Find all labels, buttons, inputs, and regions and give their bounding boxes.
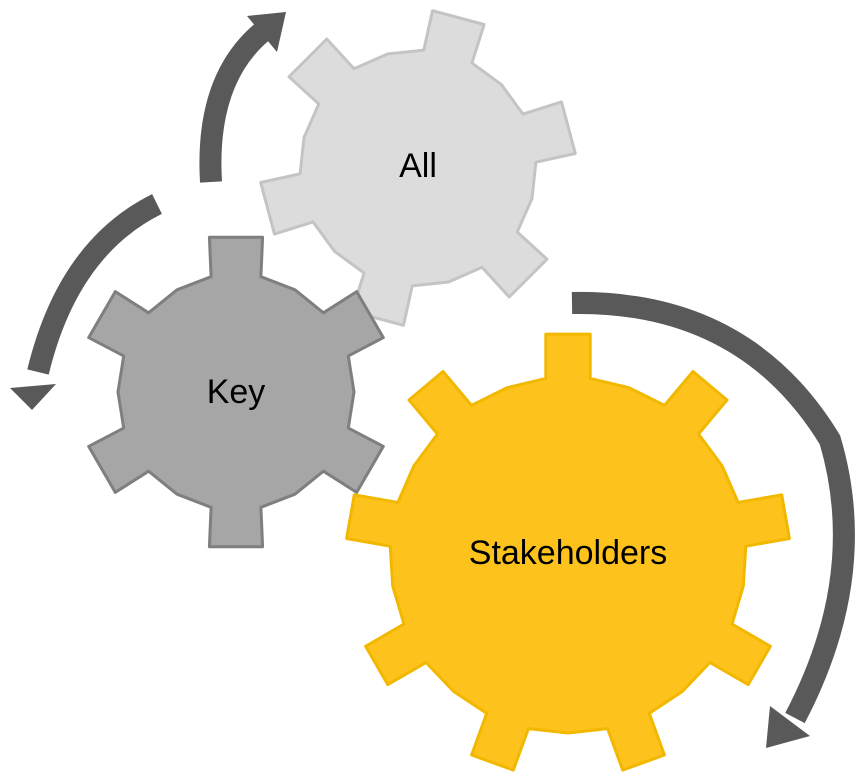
gear-key-label: Key <box>207 373 266 411</box>
cycle-arrows <box>10 12 855 748</box>
arrow-all-to-key <box>10 194 163 410</box>
gear-key-shape <box>87 235 385 549</box>
gear-all-label: All <box>399 147 437 185</box>
gear-key: Key <box>87 235 385 549</box>
arrow-key-to-all-body <box>199 23 270 183</box>
gear-all: All <box>259 9 577 327</box>
gear-all-shape <box>259 9 577 327</box>
arrow-key-to-all <box>199 12 286 183</box>
arrow-all-to-key-head <box>10 384 56 410</box>
arrow-to-stakeholders-head <box>766 706 810 748</box>
arrow-all-to-key-body <box>27 194 163 375</box>
gear-stakeholders-label: Stakeholders <box>469 534 667 572</box>
arrow-to-stakeholders-body <box>571 291 855 724</box>
arrow-to-stakeholders <box>571 291 855 748</box>
arrow-key-to-all-head <box>247 12 286 52</box>
gear-stakeholders-shape <box>345 332 791 772</box>
gear-stakeholders: Stakeholders <box>345 332 791 772</box>
